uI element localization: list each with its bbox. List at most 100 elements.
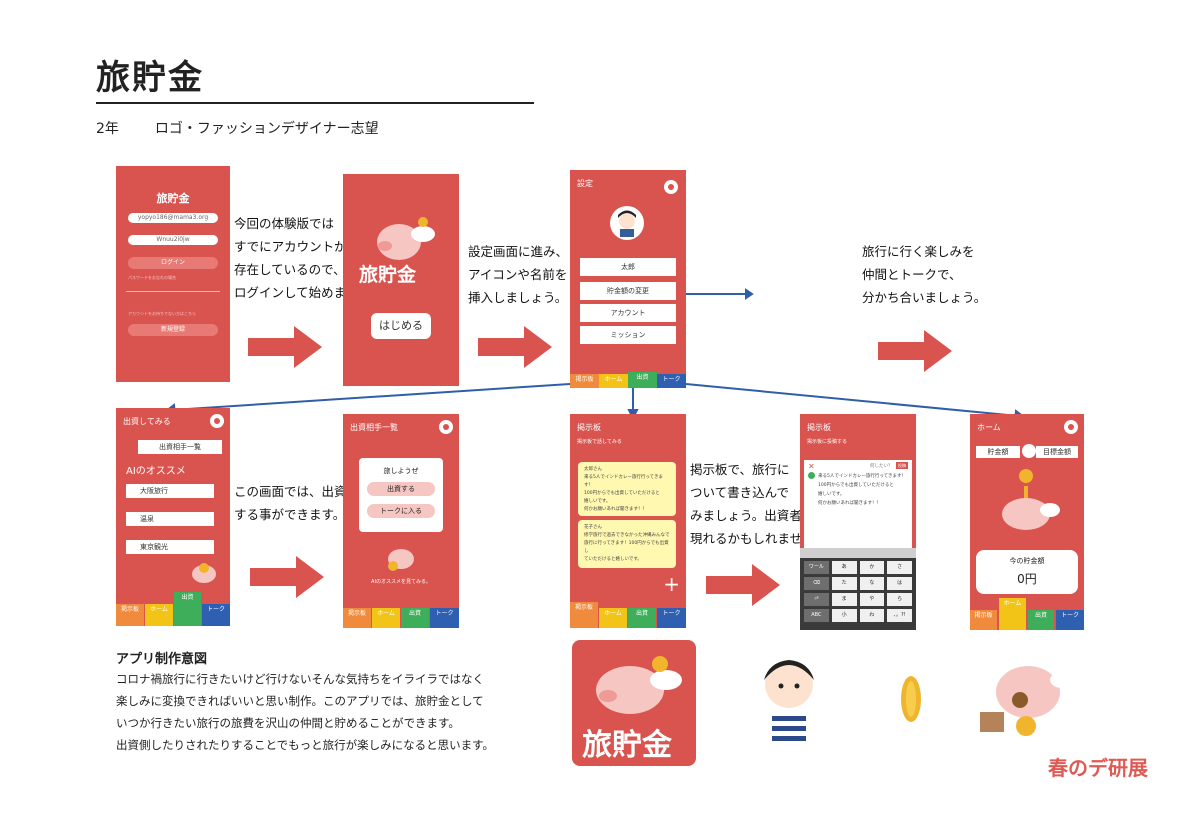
- join-talk-button[interactable]: トークに入る: [367, 504, 435, 518]
- keyboard-key[interactable]: ワール: [804, 561, 829, 574]
- avatar[interactable]: [610, 206, 644, 240]
- post-line: 修学旅行で過去できなかった沖縄みんなで: [584, 533, 670, 538]
- settings-item-account[interactable]: アカウント: [580, 304, 676, 322]
- gear-icon[interactable]: [210, 414, 224, 428]
- draft-line: 嬉しいです。: [818, 492, 845, 497]
- tab-home[interactable]: ホーム: [372, 608, 400, 628]
- login-title: 旅貯金: [156, 192, 190, 205]
- keyboard-key[interactable]: 、。?!: [887, 609, 912, 622]
- password-field[interactable]: Wnuu2i0jw: [128, 235, 218, 245]
- tab-invest[interactable]: 出資: [401, 608, 429, 628]
- keyboard-key[interactable]: さ: [887, 561, 912, 574]
- gear-icon[interactable]: [1064, 420, 1078, 434]
- tab-talk[interactable]: トーク: [430, 608, 459, 628]
- board-header: 掲示板: [577, 423, 601, 432]
- caption-line: 分かち合いましょう。: [862, 290, 987, 305]
- keyboard-key[interactable]: ABC: [804, 609, 829, 622]
- title-divider: [96, 102, 534, 104]
- piggy-bank-icon: [377, 217, 435, 260]
- recommend-item[interactable]: 東京観光: [126, 540, 214, 554]
- keyboard-key[interactable]: た: [831, 577, 857, 590]
- home-screen: ホーム 貯金額 目標金額 今の貯金額 0円 掲示板 ホーム 出資 トーク: [970, 414, 1084, 630]
- tab-talk[interactable]: トーク: [657, 374, 686, 388]
- post-screen: 掲示板 掲示板に投稿する ✕ 何したい？ 投稿 来る5人でインドカレー旅行行って…: [800, 414, 916, 630]
- right-arrow-icon: [706, 564, 780, 606]
- tab-talk[interactable]: トーク: [202, 604, 230, 626]
- boy-character-icon: [764, 660, 814, 746]
- coin-icon: [901, 676, 921, 722]
- invest-screen: 出資してみる 出資相手一覧 AIのオススメ 大阪旅行 温泉 東京観光 掲示板 ホ…: [116, 408, 230, 626]
- tab-board[interactable]: 掲示板: [116, 604, 144, 626]
- post-card[interactable]: 太郎さん 来る5人でインドカレー旅行行ってきます！ 100円からでも出資していた…: [578, 462, 676, 516]
- current-savings-card: 今の貯金額 0円: [976, 550, 1078, 594]
- app-icon-text: 旅貯金: [582, 728, 672, 763]
- close-icon[interactable]: ✕: [808, 462, 815, 471]
- forgot-password-link[interactable]: パスワードをお忘れの場合: [128, 275, 176, 280]
- email-field[interactable]: yopyo186@mama3.org: [128, 213, 218, 223]
- board-screen: 掲示板 掲示板で話してみる 太郎さん 来る5人でインドカレー旅行行ってきます！ …: [570, 414, 686, 628]
- piggy-bank-icon: [192, 563, 216, 583]
- tab-board[interactable]: 掲示板: [970, 610, 997, 630]
- settings-item-name[interactable]: 太郎: [580, 258, 676, 276]
- keyboard-key[interactable]: あ: [831, 561, 857, 574]
- ai-recommend-link[interactable]: AIのオススメを見てみる。: [371, 579, 431, 585]
- backspace-key[interactable]: ⌫: [804, 577, 829, 590]
- current-savings-value: 0円: [1017, 572, 1037, 586]
- keyboard-key[interactable]: 小: [831, 609, 857, 622]
- tab-talk[interactable]: トーク: [657, 608, 686, 628]
- tab-home[interactable]: ホーム: [599, 608, 627, 628]
- tab-home[interactable]: ホーム: [145, 604, 173, 626]
- tab-invest[interactable]: 出資: [628, 372, 657, 388]
- settings-item-savings[interactable]: 貯金額の変更: [580, 282, 676, 300]
- tab-invest[interactable]: 出資: [1028, 610, 1054, 630]
- signup-button[interactable]: 新規登録: [128, 324, 218, 336]
- grade-label: 2年: [96, 121, 119, 137]
- recommend-item[interactable]: 温泉: [126, 512, 214, 526]
- keyboard-key[interactable]: ま: [831, 593, 857, 606]
- subtitle: 2年ロゴ・ファッションデザイナー志望: [96, 118, 379, 138]
- post-header: 掲示板: [807, 423, 831, 432]
- post-card[interactable]: 花子さん 修学旅行で過去できなかった沖縄みんなで 旅行に行ってきます！100円か…: [578, 520, 676, 568]
- post-line: 旅行に行ってきます！100円からでも出資し: [584, 541, 669, 554]
- post-editor[interactable]: ✕ 何したい？ 投稿 来る5人でインドカレー旅行行ってきます！ 100円からでも…: [804, 460, 912, 552]
- post-line: 来る5人でインドカレー旅行行ってきます！: [584, 475, 664, 488]
- add-post-icon[interactable]: +: [663, 572, 680, 596]
- gear-icon[interactable]: [664, 180, 678, 194]
- return-key[interactable]: ⏎: [804, 593, 829, 606]
- tab-talk[interactable]: トーク: [1056, 610, 1084, 630]
- caption-talk: 旅行に行く楽しみを 仲間とトークで、 分かち合いましょう。: [862, 240, 986, 309]
- send-button[interactable]: 投稿: [896, 462, 908, 469]
- caption-line: 今回の体験版では: [234, 216, 335, 231]
- intent-line: 出資側したりされたりすることでもっと旅行が楽しみになると思います。: [116, 738, 495, 752]
- settings-item-mission[interactable]: ミッション: [580, 326, 676, 344]
- recommend-item[interactable]: 大阪旅行: [126, 484, 214, 498]
- piggy-with-coins-icon: [980, 666, 1074, 736]
- savings-select[interactable]: 貯金額: [976, 446, 1020, 458]
- start-button[interactable]: はじめる: [371, 313, 431, 339]
- invest-button[interactable]: 出資する: [367, 482, 435, 496]
- piggy-bank-icon: [388, 549, 414, 571]
- draft-line: 来る5人でインドカレー旅行行ってきます！: [818, 474, 907, 479]
- post-line: 嬉しいです。: [584, 499, 611, 504]
- keyboard-key[interactable]: や: [859, 593, 885, 606]
- ai-recommend-title: AIのオススメ: [126, 466, 186, 477]
- partner-list-button[interactable]: 出資相手一覧: [138, 440, 222, 454]
- tab-board[interactable]: 掲示板: [570, 602, 598, 628]
- tab-board[interactable]: 掲示板: [570, 374, 599, 388]
- keyboard-key[interactable]: な: [859, 577, 885, 590]
- keyboard-key[interactable]: ら: [887, 593, 912, 606]
- keyboard-key[interactable]: か: [859, 561, 885, 574]
- keyboard-key[interactable]: わ: [859, 609, 885, 622]
- tab-home[interactable]: ホーム: [599, 374, 628, 388]
- tab-invest[interactable]: 出資: [628, 608, 656, 628]
- tab-invest[interactable]: 出資: [174, 592, 201, 626]
- settings-header: 設定: [577, 179, 593, 188]
- target-select[interactable]: 目標金額: [1036, 446, 1078, 458]
- gear-icon[interactable]: [439, 420, 453, 434]
- login-button[interactable]: ログイン: [128, 257, 218, 269]
- intent-line: 楽しみに変換できればいいと思い制作。このアプリでは、旅貯金として: [116, 694, 484, 708]
- post-question: 何したい？: [870, 464, 893, 469]
- keyboard-key[interactable]: は: [887, 577, 912, 590]
- tab-home[interactable]: ホーム: [999, 598, 1026, 630]
- tab-board[interactable]: 掲示板: [343, 608, 371, 628]
